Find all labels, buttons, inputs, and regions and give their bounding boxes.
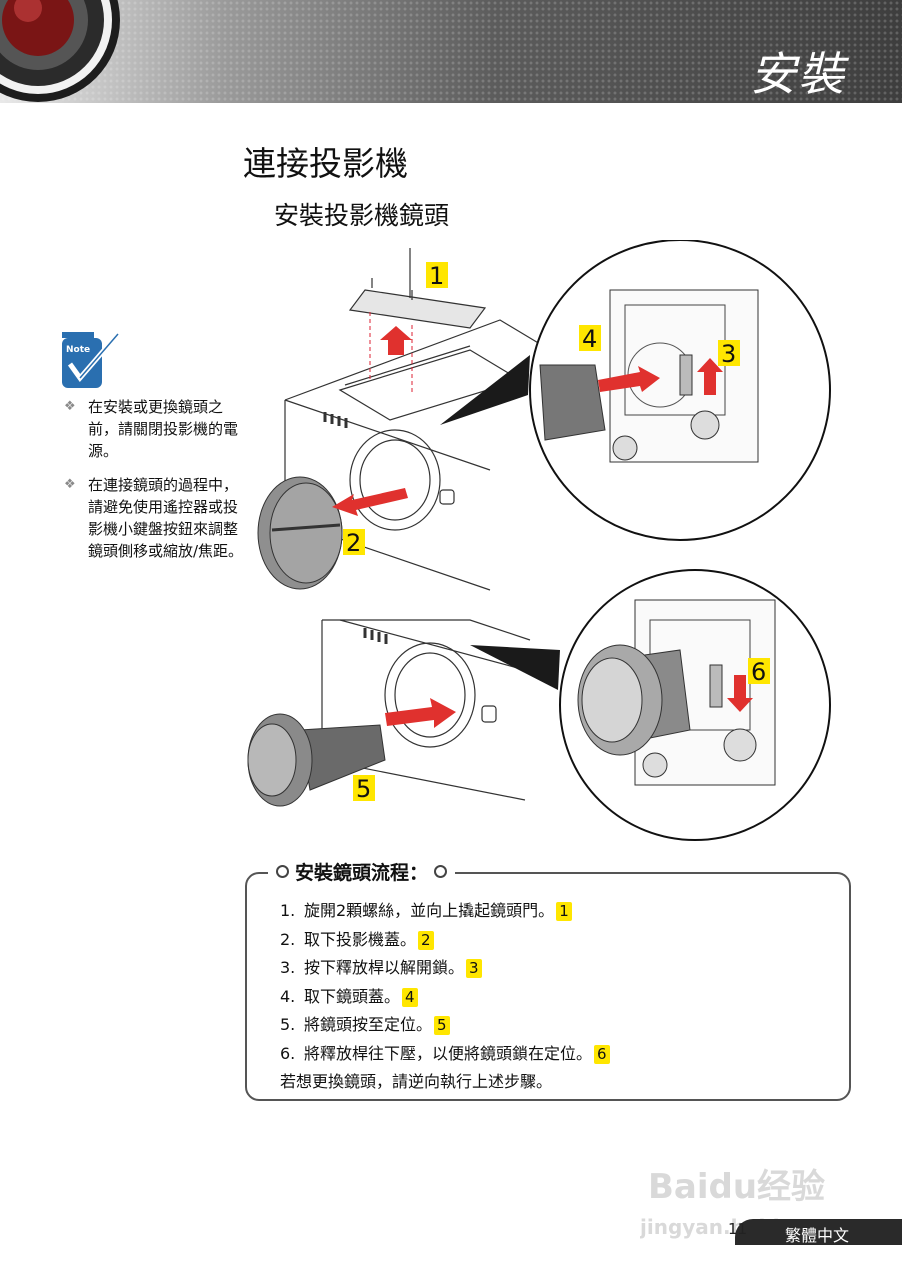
callout-1: 1 [429,262,444,290]
page-subheading: 安裝投影機鏡頭 [274,201,450,230]
step-text: 將鏡頭按至定位。 [304,1015,433,1034]
step-badge: 2 [418,930,434,950]
footer-language: 繁體中文 [785,1226,850,1245]
step-badge: 6 [594,1044,610,1064]
watermark-brand: Baidu经验 [648,1167,825,1207]
callout-3: 3 [721,340,736,368]
header-texture [0,0,902,103]
step-number: 1. [280,901,296,920]
footer-band [735,1219,902,1245]
callout-2: 2 [346,529,361,557]
step-number: 6. [280,1043,296,1063]
lens-graphic [247,713,386,807]
step-text: 取下鏡頭蓋。 [304,986,401,1006]
procedure-step: 3. 按下釋放桿以解開鎖。3 [280,954,840,983]
step-number: 5. [280,1015,296,1034]
ring-icon [276,865,289,878]
note-item: ❖ 在連接鏡頭的過程中，請避免使用遙控器或投影機小鍵盤按鈕來調整鏡頭側移或縮放/… [62,474,248,562]
header-band [0,0,902,103]
page-number: 11 [728,1220,748,1238]
step-text: 將釋放桿往下壓，以便將鏡頭鎖在定位。 [304,1043,593,1063]
procedure-step: 1. 旋開2顆螺絲，並向上撬起鏡頭門。1 [280,897,840,926]
step-text: 旋開2顆螺絲，並向上撬起鏡頭門。 [304,901,555,920]
step-number: 3. [280,958,296,977]
procedure-header: 安裝鏡頭流程： [268,858,456,885]
step-badge: 5 [434,1016,450,1035]
step-badge: 1 [556,902,572,921]
callout-6: 6 [751,658,766,686]
lens-cap-graphic [257,476,343,590]
step-text: 取下投影機蓋。 [304,929,417,949]
page-heading: 連接投影機 [243,144,408,183]
callout-5: 5 [356,775,371,803]
note-text: 在安裝或更換鏡頭之前，請關閉投影機的電源。 [88,398,239,460]
callout-4: 4 [582,325,597,353]
step-text: 按下釋放桿以解開鎖。 [304,958,465,977]
procedure-box [245,872,851,1101]
note-icon: Note [62,332,120,388]
procedure-step: 6. 將釋放桿往下壓，以便將鏡頭鎖在定位。6 [280,1040,840,1069]
step-number: 4. [280,986,296,1006]
section-title: 安裝 [750,47,846,101]
procedure-steps: 1. 旋開2顆螺絲，並向上撬起鏡頭門。1 2. 取下投影機蓋。2 3. 按下釋放桿以解… [280,897,840,1097]
step-badge: 4 [402,987,418,1007]
step-badge: 3 [466,959,482,978]
procedure-step: 4. 取下鏡頭蓋。4 [280,983,840,1012]
bullet-icon: ❖ [64,399,76,414]
procedure-title: 安裝鏡頭流程： [295,862,429,884]
note-list: ❖ 在安裝或更換鏡頭之前，請關閉投影機的電源。 ❖ 在連接鏡頭的過程中，請避免使… [62,396,248,574]
note-item: ❖ 在安裝或更換鏡頭之前，請關閉投影機的電源。 [62,396,248,462]
procedure-step: 2. 取下投影機蓋。2 [280,926,840,955]
bullet-icon: ❖ [64,477,76,492]
note-text: 在連接鏡頭的過程中，請避免使用遙控器或投影機小鍵盤按鈕來調整鏡頭側移或縮放/焦距… [88,476,244,560]
procedure-step: 5. 將鏡頭按至定位。5 [280,1011,840,1040]
procedure-closing: 若想更換鏡頭，請逆向執行上述步驟。 [280,1072,553,1091]
note-icon-label: Note [66,345,90,355]
detail-circle-release [529,240,831,541]
lens-graphic-icon [0,0,120,102]
detail-circle-lock [559,569,831,841]
ring-icon [434,865,448,878]
lens-installation-illustration: 1 2 3 4 5 6 [247,240,831,841]
step-number: 2. [280,929,296,949]
